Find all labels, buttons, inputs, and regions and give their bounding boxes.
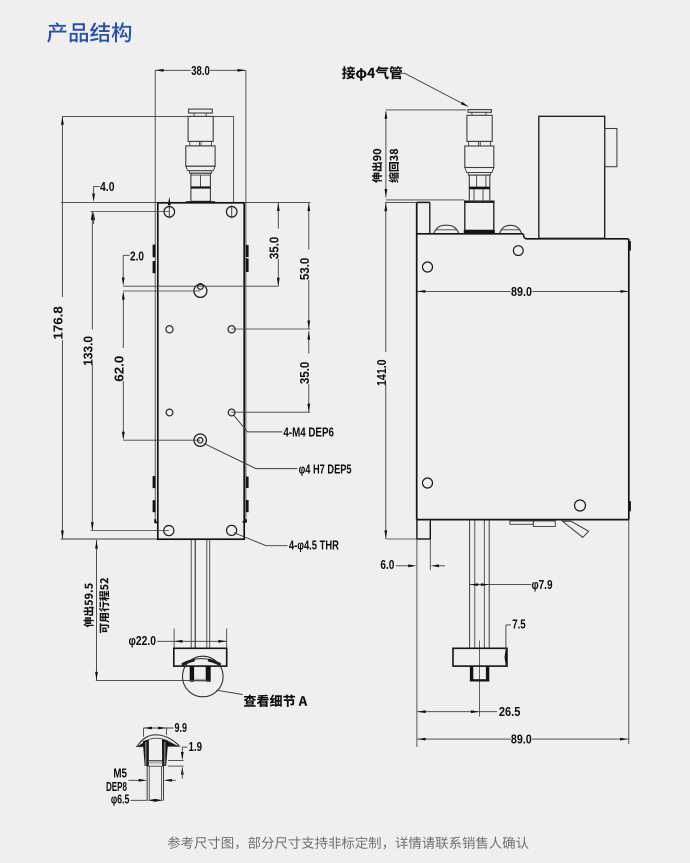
svg-text:89.0: 89.0 bbox=[511, 285, 532, 299]
svg-text:62.0: 62.0 bbox=[112, 356, 126, 382]
svg-text:38.0: 38.0 bbox=[191, 64, 210, 78]
svg-text:9.9: 9.9 bbox=[175, 721, 188, 735]
svg-text:M5: M5 bbox=[113, 766, 127, 780]
svg-text:141.0: 141.0 bbox=[375, 359, 389, 386]
svg-text:89.0: 89.0 bbox=[511, 733, 532, 747]
svg-text:35.0: 35.0 bbox=[267, 237, 281, 259]
svg-text:φ22.0: φ22.0 bbox=[129, 634, 157, 648]
svg-text:53.0: 53.0 bbox=[298, 258, 312, 280]
svg-text:176.8: 176.8 bbox=[51, 306, 65, 340]
svg-text:35.0: 35.0 bbox=[298, 362, 312, 384]
svg-text:φ7.9: φ7.9 bbox=[532, 578, 553, 592]
svg-text:4-φ4.5 THR: 4-φ4.5 THR bbox=[289, 539, 339, 553]
svg-text:4.0: 4.0 bbox=[100, 180, 115, 194]
svg-text:φ6.5: φ6.5 bbox=[111, 793, 129, 807]
svg-text:1.9: 1.9 bbox=[189, 740, 203, 754]
svg-text:6.0: 6.0 bbox=[380, 558, 394, 572]
svg-text:26.5: 26.5 bbox=[499, 705, 521, 719]
svg-text:4-M4 DEP6: 4-M4 DEP6 bbox=[283, 425, 334, 439]
svg-text:2.0: 2.0 bbox=[130, 249, 144, 263]
svg-text:7.5: 7.5 bbox=[512, 618, 526, 632]
svg-text:133.0: 133.0 bbox=[81, 336, 95, 366]
svg-text:DEP8: DEP8 bbox=[106, 780, 127, 794]
svg-text:φ4 H7 DEP5: φ4 H7 DEP5 bbox=[299, 462, 352, 476]
